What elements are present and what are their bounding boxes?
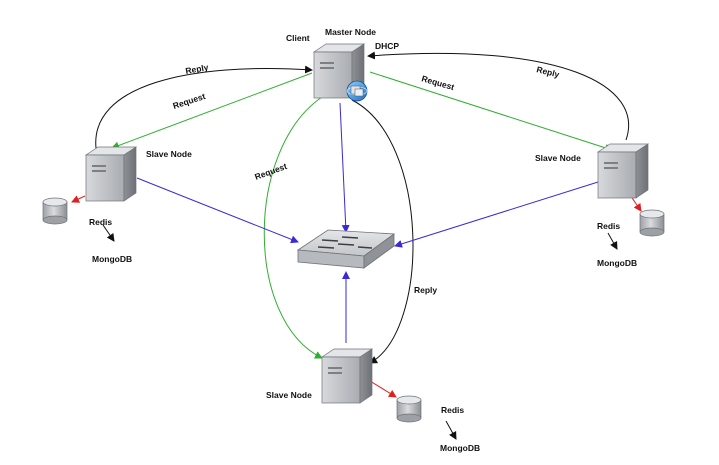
redis-bottom-label: Redis: [441, 405, 464, 415]
network-switch-icon: [296, 229, 396, 269]
reply-arrow-center: [351, 99, 414, 364]
request-label-right: Request: [420, 73, 455, 92]
redis-cylinder-right-icon: [639, 209, 665, 237]
cache-link-bottom: [369, 380, 397, 398]
reply-label-right: Reply: [536, 64, 561, 79]
slave-node-bottom-label: Slave Node: [266, 390, 312, 400]
request-arrow-center: [263, 96, 323, 359]
reply-arrow-right: [367, 51, 630, 141]
request-arrow-right: [369, 71, 613, 152]
master-node-label: Master Node: [325, 27, 376, 37]
mongodb-left-label: MongoDB: [92, 254, 132, 264]
cache-link-left: [71, 195, 86, 203]
db-link-right: [607, 232, 618, 250]
redis-cylinder-left-icon: [42, 197, 68, 225]
redis-cylinder-bottom-icon: [396, 395, 422, 423]
client-label: Client: [286, 33, 310, 43]
db-link-bottom: [445, 420, 457, 440]
link-right-switch: [394, 181, 599, 248]
link-master-switch: [339, 102, 350, 233]
dhcp-label: DHCP: [375, 41, 399, 51]
slave-node-left-label: Slave Node: [146, 149, 192, 159]
slave-node-right-label: Slave Node: [535, 153, 581, 163]
redis-left-label: Redis: [89, 217, 112, 227]
slave-server-right-icon: [596, 143, 650, 199]
request-label-left: Request: [172, 91, 207, 111]
mongodb-bottom-label: MongoDB: [440, 443, 480, 453]
slave-server-left-icon: [84, 146, 138, 202]
reply-arrow-left: [95, 65, 313, 149]
request-arrow-left: [111, 72, 313, 150]
redis-right-label: Redis: [597, 221, 620, 231]
dhcp-globe-icon: [346, 80, 368, 102]
link-left-switch: [136, 177, 299, 244]
db-link-left: [102, 224, 115, 242]
reply-label-center: Reply: [414, 285, 437, 295]
mongodb-right-label: MongoDB: [597, 258, 637, 268]
reply-label-left: Reply: [185, 62, 210, 76]
slave-server-bottom-icon: [320, 348, 374, 404]
